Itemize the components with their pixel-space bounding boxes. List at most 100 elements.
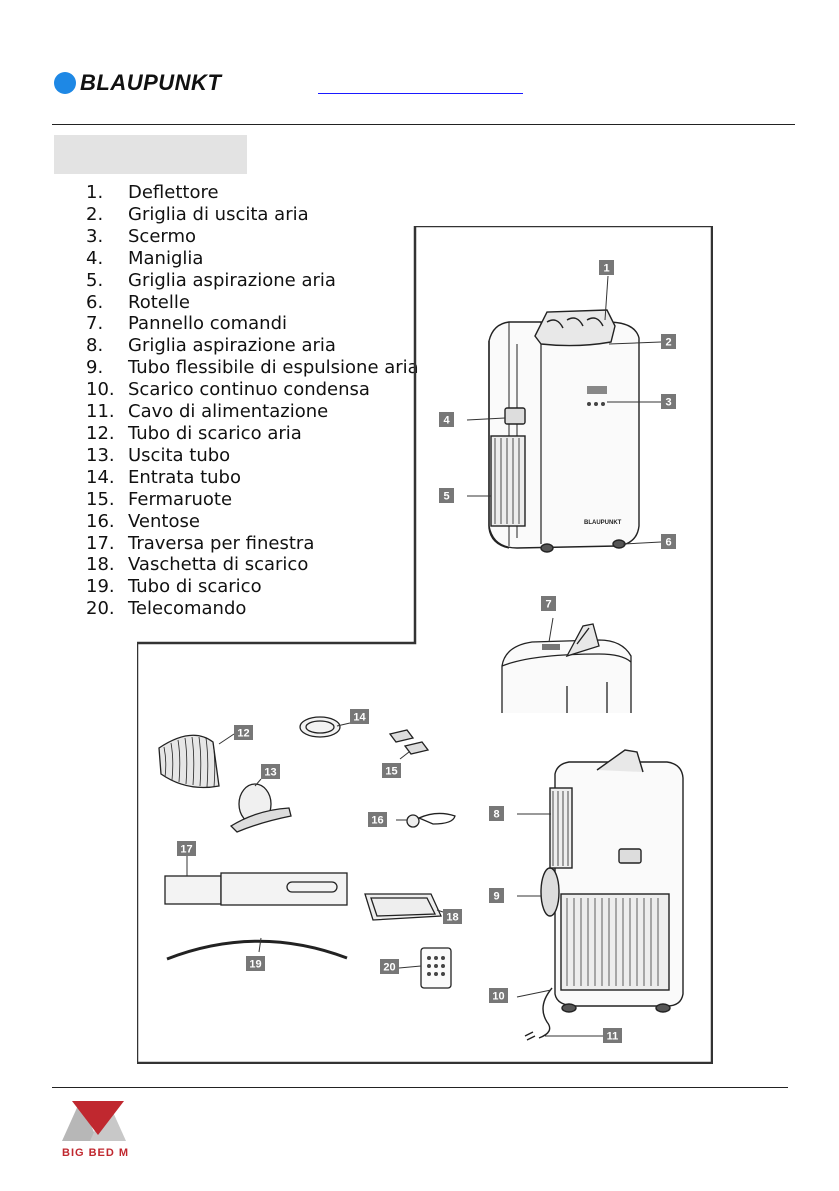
part-number: 1.: [86, 182, 104, 203]
diagram-tag-number: 19: [249, 959, 261, 971]
part-item: 12.Tubo di scarico aria: [86, 423, 419, 445]
diagram-tag: 2: [661, 334, 676, 349]
diagram-frame: [137, 226, 713, 1064]
diagram-tag-number: 13: [264, 767, 276, 779]
accessories-drawing: [158, 716, 456, 989]
brand-logo: BLAUPUNKT: [54, 70, 221, 96]
part-label: Tubo di scarico: [128, 576, 262, 598]
diagram-tag: 19: [246, 956, 265, 971]
footer-logo: BIG BED M: [62, 1101, 138, 1159]
part-number: 14.: [86, 466, 115, 488]
part-item: 10. Scarico continuo condensa: [86, 379, 419, 401]
part-label: Vaschetta di scarico: [128, 554, 309, 576]
part-item: 3.Scermo: [86, 226, 419, 248]
diagram-tag-number: 9: [493, 891, 499, 903]
diagram-tag: 13: [261, 764, 280, 779]
part-item: 18. Vaschetta di scarico: [86, 554, 419, 576]
part-item: 4.Maniglia: [86, 248, 419, 270]
footer-logo-icon: [62, 1101, 126, 1141]
part-label: Deflettore: [128, 182, 219, 203]
diagram-tag-number: 16: [371, 815, 383, 827]
product-diagram: BLAUPUNKT: [137, 226, 713, 1064]
diagram-tag: 3: [661, 394, 676, 409]
part-item: 19. Tubo di scarico: [86, 576, 419, 598]
part-item: 13. Uscita tubo: [86, 445, 419, 467]
diagram-tag-number: 7: [545, 599, 551, 611]
part-label: Griglia aspirazione aria: [128, 335, 336, 357]
diagram-tag-number: 2: [665, 337, 671, 349]
exhaust-hose-drawing: [158, 734, 220, 789]
diagram-tag-number: 6: [665, 537, 671, 549]
part-item: 11. Cavo di alimentazione: [86, 401, 419, 423]
part-number: 10.: [86, 379, 115, 401]
part-label: Traversa per finestra: [128, 532, 315, 554]
part-label: Tubo flessibile di espulsione aria: [128, 357, 419, 379]
window-bar-drawing: [164, 872, 348, 906]
diagram-tag-number: 10: [492, 991, 504, 1003]
diagram-tag-number: 20: [383, 962, 395, 974]
part-number: 6.: [86, 291, 104, 313]
part-label: Tubo di scarico aria: [128, 422, 302, 444]
part-number: 19.: [86, 576, 115, 598]
header-divider: [52, 124, 795, 125]
diagram-tag: 7: [541, 596, 556, 611]
part-number: 5.: [86, 269, 104, 291]
part-item: 9.Tubo flessibile di espulsione aria: [86, 357, 419, 379]
part-item: 6. Rotelle: [86, 292, 419, 314]
part-number: 8.: [86, 335, 104, 357]
part-item: 2.Griglia di uscita aria: [86, 204, 419, 226]
part-number: 7.: [86, 313, 104, 335]
part-label: Maniglia: [128, 247, 204, 269]
diagram-tag: 20: [380, 959, 399, 974]
part-number: 17.: [86, 532, 115, 554]
part-label: Uscita tubo: [128, 444, 231, 466]
diagram-tag: 1: [599, 260, 614, 275]
part-label: Entrata tubo: [128, 466, 241, 488]
diagram-tag: 17: [177, 841, 196, 856]
diagram-tag-number: 15: [385, 766, 397, 778]
rear-unit-drawing: [524, 749, 684, 1041]
diagram-tag: 11: [603, 1028, 622, 1043]
footer-logo-text: BIG BED M: [62, 1147, 130, 1159]
section-heading-box: [54, 135, 247, 174]
part-item: 7. Pannello comandi: [86, 313, 419, 335]
part-label: Rotelle: [128, 291, 190, 313]
part-label: Griglia di uscita aria: [128, 203, 309, 225]
diagram-tag-number: 18: [446, 912, 458, 924]
part-label: Pannello comandi: [128, 313, 288, 335]
part-label: Fermaruote: [128, 488, 233, 510]
diagram-tag-number: 4: [443, 415, 450, 427]
part-number: 16.: [86, 510, 115, 532]
part-number: 13.: [86, 444, 115, 466]
part-number: 11.: [86, 401, 115, 423]
unit-brand-label: BLAUPUNKT: [584, 520, 622, 526]
part-label: Telecomando: [128, 598, 247, 620]
part-label: Cavo di alimentazione: [128, 401, 329, 423]
suction-cups-drawing: [406, 812, 456, 828]
header-link-underline[interactable]: [318, 92, 523, 94]
diagram-tag: 9: [489, 888, 504, 903]
part-item: 15. Fermaruote: [86, 489, 419, 511]
diagram-tag: 5: [439, 488, 454, 503]
part-item: 16. Ventose: [86, 511, 419, 533]
main-unit-drawing: BLAUPUNKT: [488, 309, 640, 553]
diagram-tag: 8: [489, 806, 504, 821]
part-item: 8. Griglia aspirazione aria: [86, 335, 419, 357]
diagram-tag: 4: [439, 412, 454, 427]
diagram-tag: 16: [368, 812, 387, 827]
part-number: 18.: [86, 554, 115, 576]
remote-drawing: [420, 947, 452, 989]
part-label: Scarico continuo condensa: [128, 379, 370, 401]
diagram-tag-number: 14: [353, 712, 366, 724]
diagram-tag-number: 11: [607, 1031, 619, 1043]
diagram-tag: 18: [443, 909, 462, 924]
diagram-tag: 6: [661, 534, 676, 549]
diagram-tag: 15: [382, 763, 401, 778]
diagram-tag-number: 12: [237, 728, 249, 740]
part-label: Ventose: [128, 510, 200, 532]
part-number: 15.: [86, 488, 115, 510]
brand-name: BLAUPUNKT: [80, 70, 222, 95]
part-item: 17. Traversa per finestra: [86, 533, 419, 555]
leader-lines: [186, 275, 662, 1037]
